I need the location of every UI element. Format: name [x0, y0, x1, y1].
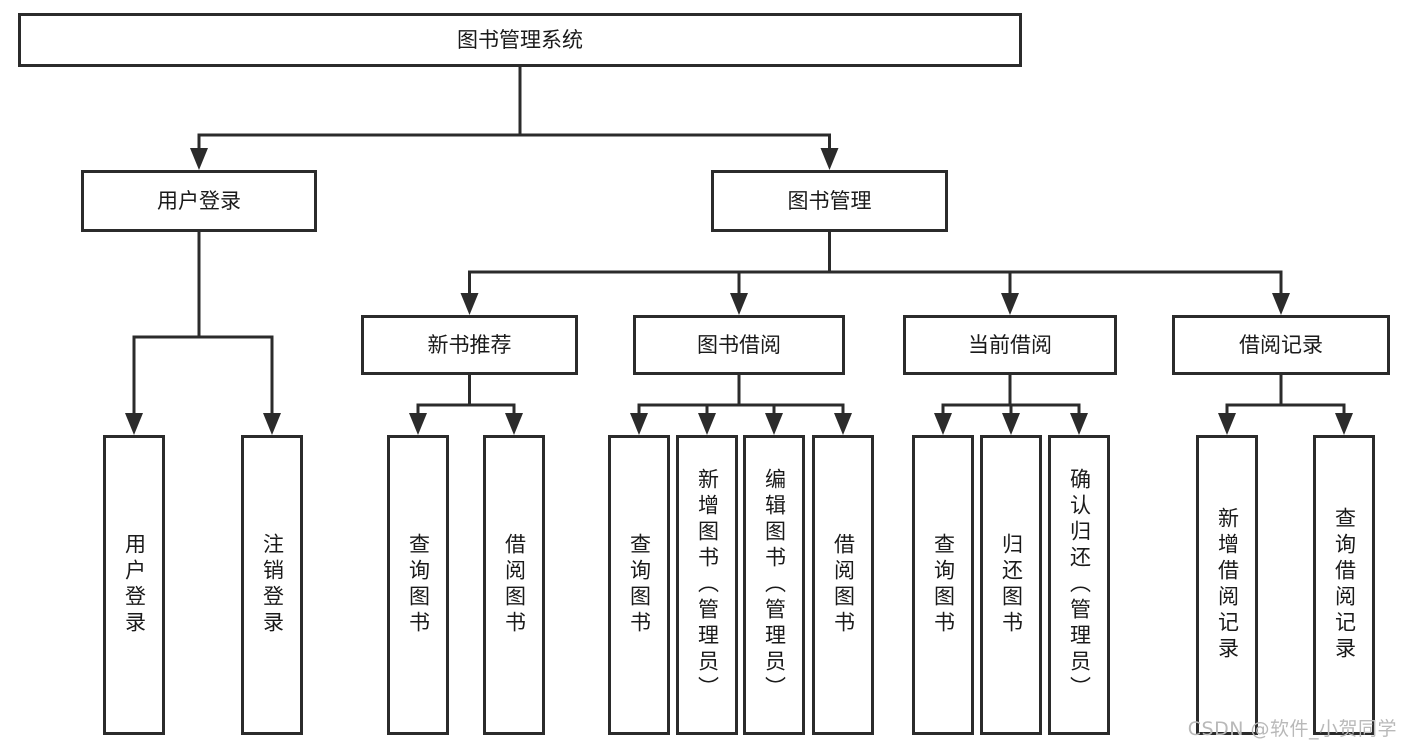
arrow-borrow-record-to-leaf-query-borrow-record: [1335, 413, 1353, 435]
node-label-root: 图书管理系统: [457, 28, 583, 52]
arrow-root-to-user-login: [190, 148, 208, 170]
node-box-leaf-query-book-recommend[interactable]: [387, 435, 449, 735]
arrow-book-borrow-to-leaf-edit-book-admin: [765, 413, 783, 435]
arrow-book-management-to-book-borrow: [730, 293, 748, 315]
node-box-book-management[interactable]: [711, 170, 948, 232]
node-box-leaf-add-borrow-record[interactable]: [1196, 435, 1258, 735]
node-label-book-borrow: 图书借阅: [697, 333, 781, 357]
watermark-text: CSDN @软件_小贺同学: [1187, 718, 1397, 740]
arrow-borrow-record-to-leaf-add-borrow-record: [1218, 413, 1236, 435]
connectors-layer: [125, 65, 1353, 435]
boxes-layer: [18, 13, 1390, 735]
node-box-leaf-query-book-current[interactable]: [912, 435, 974, 735]
arrow-user-login-to-leaf-user-login: [125, 413, 143, 435]
node-box-leaf-borrow-book[interactable]: [812, 435, 874, 735]
node-box-new-book-recommend[interactable]: [361, 315, 578, 375]
node-box-borrow-record[interactable]: [1172, 315, 1390, 375]
node-box-root[interactable]: [18, 13, 1022, 67]
arrow-book-borrow-to-leaf-query-book-borrow: [630, 413, 648, 435]
node-box-book-borrow[interactable]: [633, 315, 845, 375]
node-label-book-management: 图书管理: [788, 189, 872, 213]
arrow-current-borrow-to-leaf-query-book-current: [934, 413, 952, 435]
arrow-current-borrow-to-leaf-confirm-return-admin: [1070, 413, 1088, 435]
node-box-leaf-query-book-borrow[interactable]: [608, 435, 670, 735]
node-box-user-login[interactable]: [81, 170, 317, 232]
node-label-current-borrow: 当前借阅: [968, 333, 1052, 357]
node-box-leaf-return-book[interactable]: [980, 435, 1042, 735]
arrow-current-borrow-to-leaf-return-book: [1002, 413, 1020, 435]
arrow-root-to-book-management: [820, 148, 839, 170]
arrow-book-borrow-to-leaf-borrow-book: [834, 413, 852, 435]
node-box-leaf-query-borrow-record[interactable]: [1313, 435, 1375, 735]
node-box-leaf-user-logout[interactable]: [241, 435, 303, 735]
node-box-leaf-user-login[interactable]: [103, 435, 165, 735]
arrow-book-borrow-to-leaf-add-book-admin: [698, 413, 716, 435]
node-box-leaf-confirm-return-admin[interactable]: [1048, 435, 1110, 735]
node-label-user-login: 用户登录: [157, 189, 241, 213]
arrow-book-management-to-current-borrow: [1001, 293, 1019, 315]
node-box-current-borrow[interactable]: [903, 315, 1117, 375]
node-label-new-book-recommend: 新书推荐: [428, 333, 512, 357]
arrow-book-management-to-borrow-record: [1272, 293, 1290, 315]
node-box-leaf-borrow-book-recommend[interactable]: [483, 435, 545, 735]
node-box-leaf-add-book-admin[interactable]: [676, 435, 738, 735]
arrow-new-book-recommend-to-leaf-query-book-recommend: [409, 413, 427, 435]
node-label-borrow-record: 借阅记录: [1239, 333, 1323, 357]
arrow-user-login-to-leaf-user-logout: [263, 413, 281, 435]
arrow-book-management-to-new-book-recommend: [460, 293, 479, 315]
arrow-new-book-recommend-to-leaf-borrow-book-recommend: [505, 413, 523, 435]
node-box-leaf-edit-book-admin[interactable]: [743, 435, 805, 735]
